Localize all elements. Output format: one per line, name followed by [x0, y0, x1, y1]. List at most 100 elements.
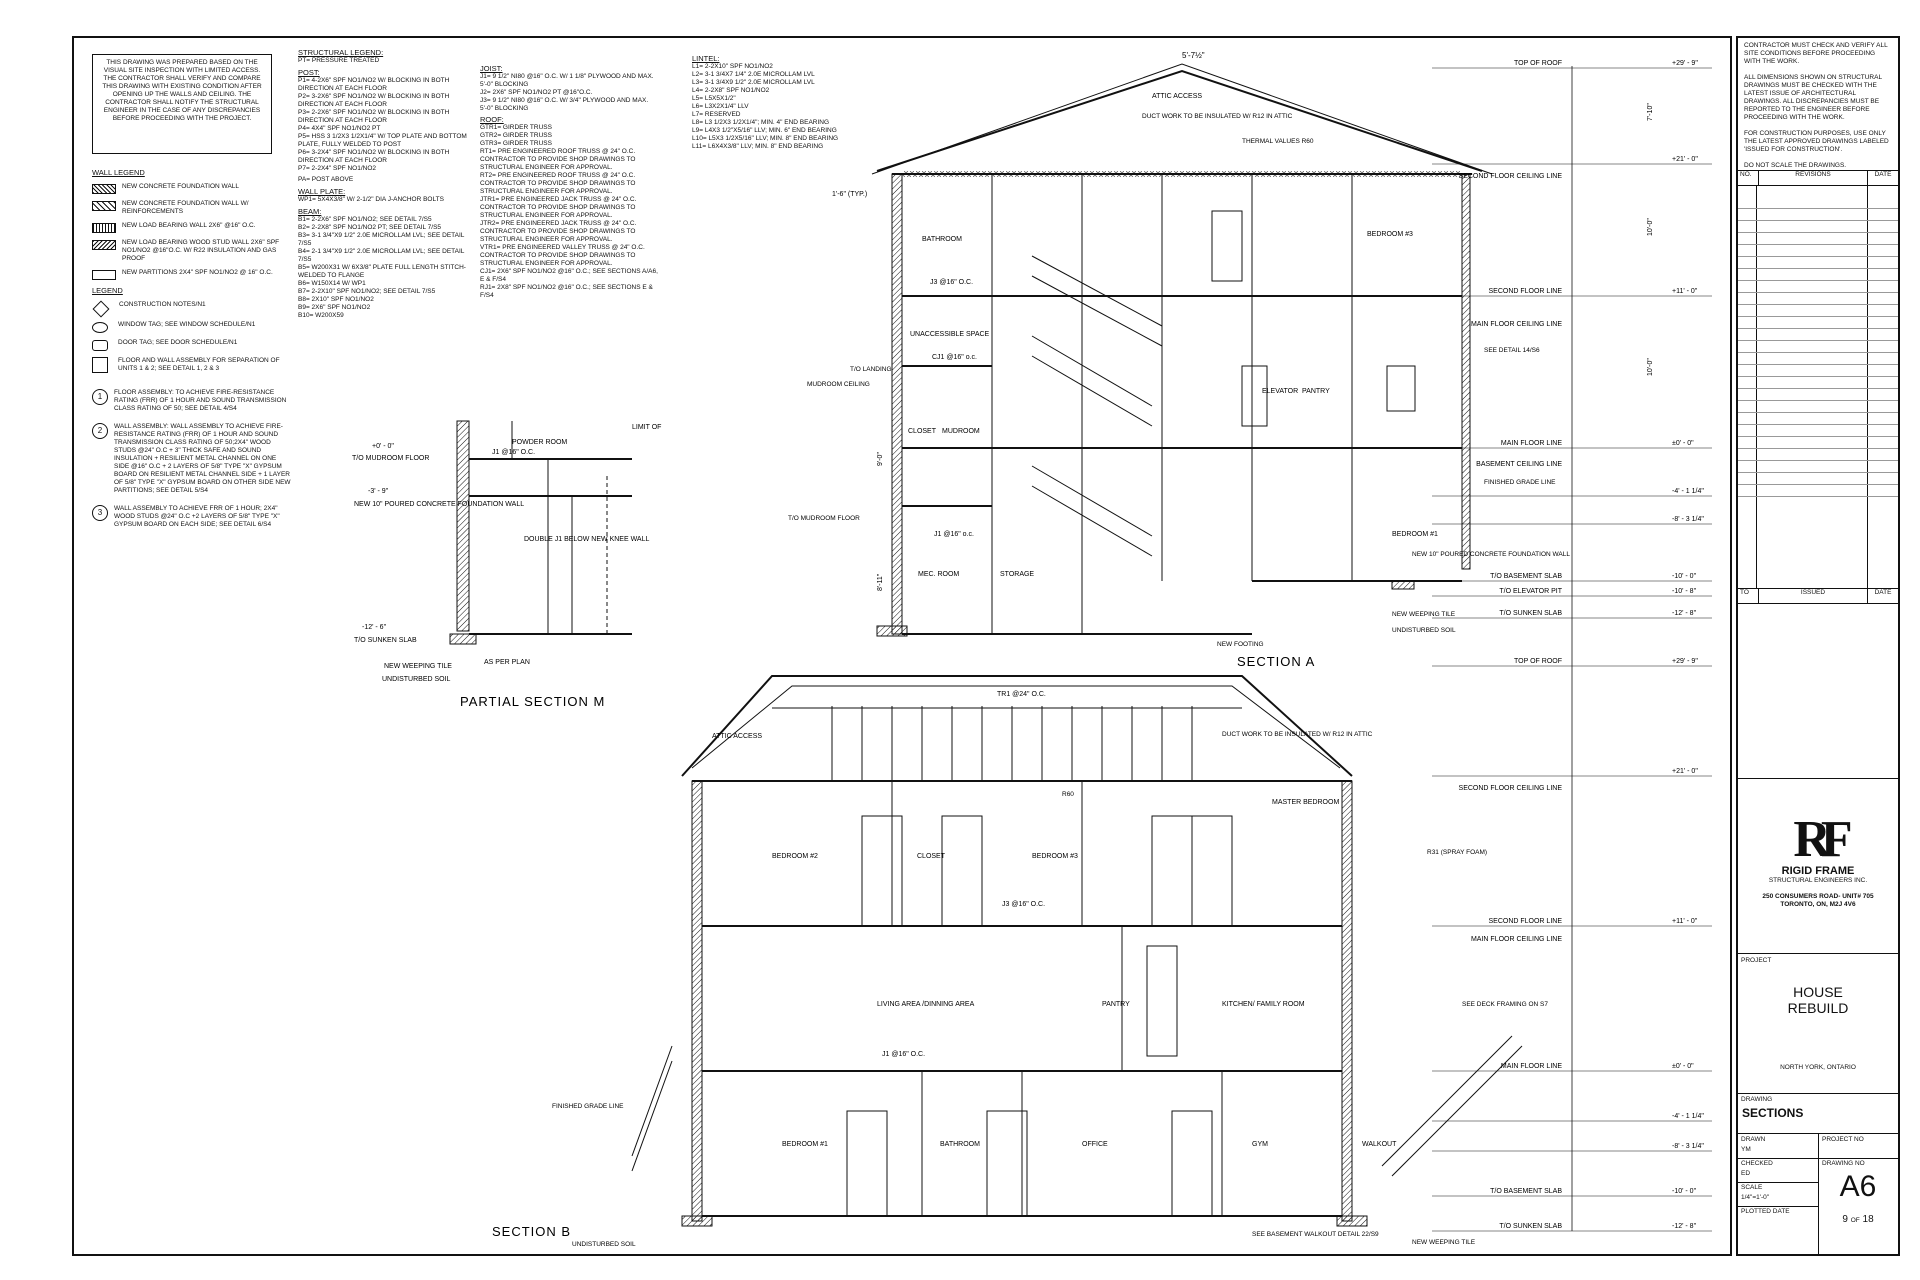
revisions-header: REVISIONS [1759, 171, 1868, 185]
checked-label: CHECKED [1741, 1160, 1773, 1167]
note-label: UNDISTURBED SOIL [382, 676, 451, 683]
level-elev: -4' - 1 1/4" [1672, 1113, 1704, 1120]
level-elev: +21' - 0" [1672, 768, 1698, 775]
level-name: SECOND FLOOR LINE [1488, 918, 1562, 925]
section-b-outline [631, 675, 1523, 1227]
room-label: BATHROOM [940, 1141, 980, 1148]
assembly-number-marker: 1 [92, 389, 108, 405]
note-label: R31 (SPRAY FOAM) [1427, 849, 1487, 856]
project-location: NORTH YORK, ONTARIO [1780, 1064, 1856, 1071]
company-block: RF RIGID FRAME STRUCTURAL ENGINEERS INC.… [1738, 778, 1898, 954]
level-elev: -8' - 3 1/4" [1672, 1143, 1704, 1150]
note-label: T/O LANDING [850, 366, 892, 373]
level-elev: +29' - 9" [1672, 658, 1698, 665]
note-label: AS PER PLAN [484, 659, 530, 666]
callout-label: CJ1 @16" o.c. [932, 354, 977, 361]
project-no-label: PROJECT NO [1822, 1136, 1864, 1143]
level-elev: +29' - 9" [1672, 60, 1698, 67]
company-address-1: 250 CONSUMERS ROAD- UNIT# 705 [1762, 893, 1874, 900]
note-label: J1 @16" O.C. [882, 1051, 925, 1058]
level-name: T/O SUNKEN SLAB [1499, 610, 1562, 617]
note-label: UNDISTURBED SOIL [572, 1241, 636, 1248]
legend-item: WINDOW TAG; SEE WINDOW SCHEDULE/N1 [92, 321, 292, 333]
lintel-title: LINTEL: [692, 54, 720, 63]
dimension-label: 5'-7½" [1182, 51, 1205, 60]
level-name: TOP OF ROOF [1514, 60, 1562, 67]
room-label: PANTRY [1302, 388, 1330, 395]
section-b-title: SECTION B [492, 1224, 571, 1239]
wall-legend-item: NEW PARTITIONS 2X4" SPF NO1/NO2 @ 16" o.… [92, 269, 292, 280]
drawing-number: A6 [1839, 1170, 1877, 1203]
project-block: PROJECT HOUSE REBUILD NORTH YORK, ONTARI… [1738, 953, 1898, 1094]
legend-item: CONSTRUCTION NOTES/N1 [92, 300, 292, 318]
note-label: LIMIT OF [632, 424, 661, 431]
level-name: TOP OF ROOF [1514, 658, 1562, 665]
note-label: THERMAL VALUES R60 [1242, 138, 1314, 145]
level-label: +0' - 0" [372, 443, 394, 450]
note-label: DUCT WORK TO BE INSULATED W/ R12 IN ATTI… [1222, 731, 1373, 738]
title-block: CONTRACTOR MUST CHECK AND VERIFY ALL SIT… [1736, 36, 1900, 1256]
roof-title: ROOF: [480, 115, 504, 124]
room-label: BEDROOM #1 [782, 1141, 828, 1148]
drawing-label: DRAWING [1741, 1096, 1773, 1103]
checked-value: ED [1741, 1170, 1751, 1177]
section-a-title: SECTION A [1237, 654, 1315, 669]
note-label: T/O MUDROOM FLOOR [788, 515, 860, 522]
note-label: T/O SUNKEN SLAB [354, 637, 417, 644]
legend-item: DOOR TAG; SEE DOOR SCHEDULE/N1 [92, 339, 292, 351]
note-label: SEE DECK FRAMING ON S7 [1462, 1001, 1548, 1008]
note-label: NEW 10" POURED CONCRETE FOUNDATION WALL [1412, 551, 1570, 558]
project-name-1: HOUSE [1793, 984, 1843, 1000]
joist-list: J1= 9 1/2" NI80 @16" o.c. W/ 1 1/8" PLYW… [480, 73, 654, 112]
dimension-label: 10'-0" [1647, 358, 1654, 376]
company-name: RIGID FRAME [1781, 865, 1855, 877]
pa-note: PA= POST ABOVE [298, 176, 354, 183]
level-elev: -10' - 8" [1672, 588, 1697, 595]
note-label: J3 @16" O.C. [1002, 901, 1045, 908]
level-name: MAIN FLOOR LINE [1501, 440, 1562, 447]
drawing-info: DRAWN YM CHECKED ED SCALE 1/4"=1'-0" PLO… [1738, 1133, 1898, 1254]
wall-legend-item: NEW CONCRETE FOUNDATION WALL [92, 183, 292, 194]
pt-note: PT= PRESSURE TREATED [298, 57, 380, 64]
note-label: TR1 @24" O.C. [997, 691, 1046, 698]
window-tag-icon [92, 322, 108, 333]
callout-label: J3 @16" O.C. [930, 279, 973, 286]
level-marks: TOP OF ROOF +29' - 9" +21' - 0" SECOND FL… [1432, 60, 1712, 1232]
room-label: CLOSET [917, 853, 946, 860]
post-list: P1= 4-2X6" SPF NO1/NO2 W/ BLOCKING IN BO… [298, 77, 467, 172]
assembly-number-marker: 3 [92, 505, 108, 521]
level-name: T/O SUNKEN SLAB [1499, 1223, 1562, 1230]
room-label: MUDROOM [942, 428, 980, 435]
section-a-outline [871, 63, 1493, 637]
room-label: POWDER ROOM [512, 439, 567, 446]
note-label: MUDROOM CEILING [807, 381, 870, 388]
level-name: T/O BASEMENT SLAB [1490, 573, 1562, 580]
wall-legend-item: NEW CONCRETE FOUNDATION WALL W/ REINFORC… [92, 200, 292, 216]
issued-table: TO ISSUED DATE [1738, 588, 1898, 779]
room-label: WALKOUT [1362, 1141, 1397, 1148]
level-elev: -8' - 3 1/4" [1672, 516, 1704, 523]
level-name: T/O BASEMENT SLAB [1490, 1188, 1562, 1195]
drawing-frame [72, 36, 1732, 1256]
level-elev: -4' - 1 1/4" [1672, 488, 1704, 495]
wall-plate-title: WALL PLATE: [298, 187, 346, 196]
room-label: BATHROOM [922, 236, 962, 243]
sheet-count: 9 OF 18 [1818, 1214, 1898, 1225]
dimension-label: 7'-10" [1647, 103, 1654, 121]
partial-section-m-title: PARTIAL SECTION M [460, 694, 605, 709]
company-subtitle: STRUCTURAL ENGINEERS INC. [1768, 877, 1868, 884]
to-header: TO [1738, 589, 1759, 603]
general-note: THIS DRAWING WAS PREPARED BASED ON THE V… [102, 59, 262, 122]
legend-title: LEGEND [92, 286, 123, 295]
room-label: LIVING AREA /DINNING AREA [877, 1001, 975, 1008]
drawn-value: YM [1741, 1146, 1751, 1153]
room-label: OFFICE [1082, 1141, 1108, 1148]
level-elev: +21' - 0" [1672, 156, 1698, 163]
room-label: ELEVATOR [1262, 388, 1298, 395]
date-header: DATE [1874, 171, 1892, 178]
room-label: MEC. ROOM [918, 571, 959, 578]
joist-legend: JOIST: J1= 9 1/2" NI80 @16" o.c. W/ 1 1/… [480, 64, 660, 300]
issued-date-header: DATE [1874, 589, 1892, 596]
